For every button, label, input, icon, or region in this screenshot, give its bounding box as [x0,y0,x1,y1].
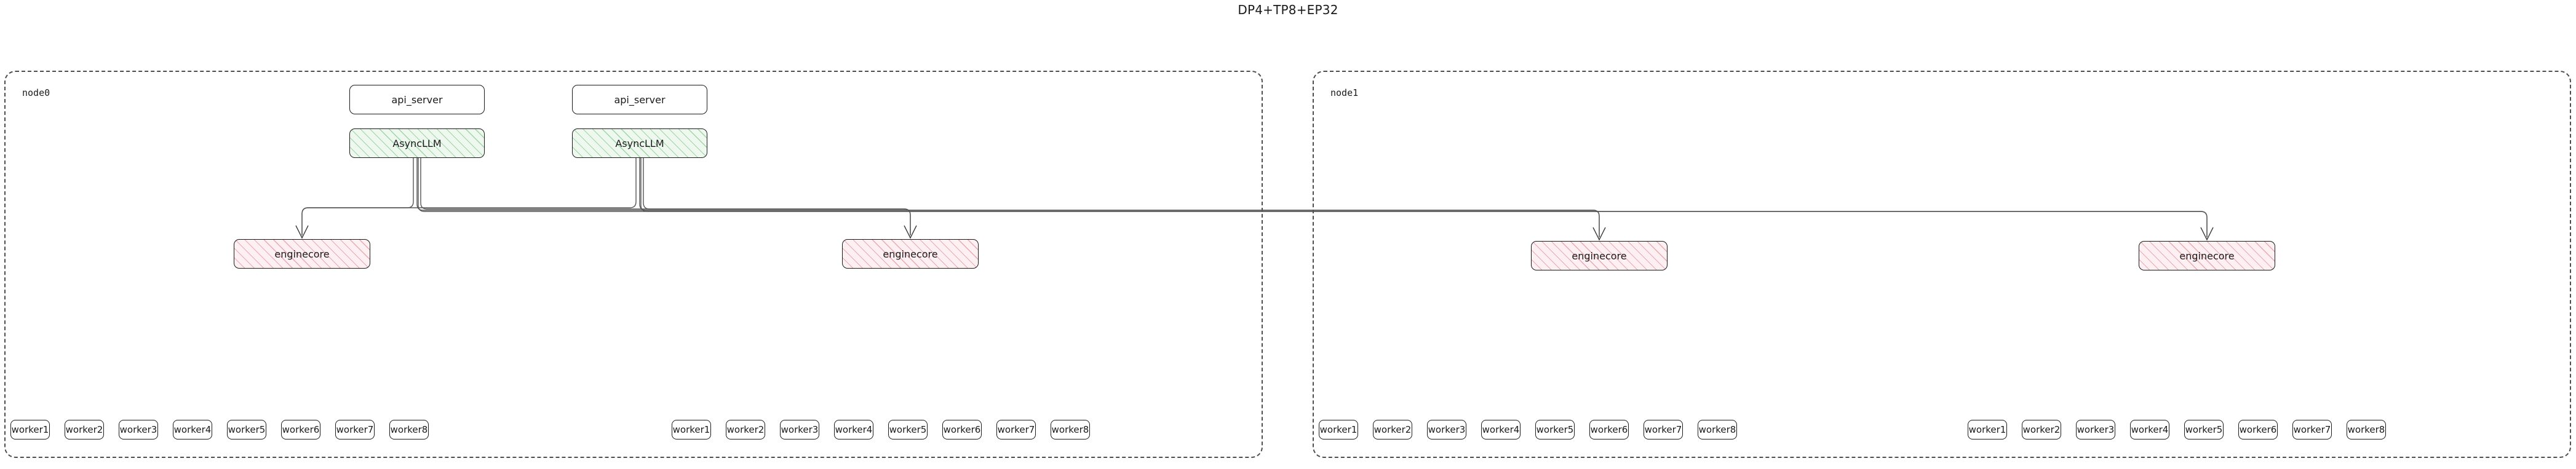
worker-box[interactable]: worker4 [1481,420,1521,439]
worker-box[interactable]: worker4 [173,420,212,439]
worker-box[interactable]: worker6 [2238,420,2278,439]
async-llm-box[interactable]: AsyncLLM [349,128,485,158]
worker-box[interactable]: worker4 [2130,420,2169,439]
worker-box[interactable]: worker8 [1698,420,1737,439]
worker-box[interactable]: worker8 [1051,420,1090,439]
node-label-node0: node0 [22,87,50,98]
worker-box[interactable]: worker2 [726,420,765,439]
worker-box[interactable]: worker2 [2022,420,2061,439]
worker-box[interactable]: worker1 [672,420,711,439]
worker-box[interactable]: worker6 [281,420,320,439]
enginecore-box[interactable]: enginecore [1531,241,1668,270]
worker-box[interactable]: worker2 [65,420,104,439]
worker-box[interactable]: worker3 [1427,420,1466,439]
worker-box[interactable]: worker2 [1373,420,1412,439]
node-container-node0 [4,71,1263,458]
enginecore-box[interactable]: enginecore [2139,241,2275,270]
worker-box[interactable]: worker1 [1319,420,1358,439]
worker-box[interactable]: worker3 [780,420,819,439]
worker-box[interactable]: worker7 [1644,420,1683,439]
api-server-box[interactable]: api_server [349,85,485,114]
worker-box[interactable]: worker8 [2347,420,2386,439]
api-server-box[interactable]: api_server [572,85,707,114]
diagram-title: DP4+TP8+EP32 [1238,2,1338,17]
worker-box[interactable]: worker8 [389,420,429,439]
worker-box[interactable]: worker1 [1968,420,2007,439]
worker-box[interactable]: worker1 [10,420,50,439]
node-label-node1: node1 [1330,87,1359,98]
worker-box[interactable]: worker4 [834,420,873,439]
worker-box[interactable]: worker5 [1535,420,1575,439]
worker-box[interactable]: worker3 [2076,420,2115,439]
enginecore-box[interactable]: enginecore [234,239,370,269]
worker-box[interactable]: worker3 [119,420,158,439]
worker-box[interactable]: worker5 [227,420,266,439]
worker-box[interactable]: worker7 [996,420,1036,439]
worker-box[interactable]: worker5 [888,420,928,439]
worker-box[interactable]: worker6 [942,420,982,439]
node-container-node1 [1313,71,2571,458]
worker-box[interactable]: worker7 [2292,420,2332,439]
worker-box[interactable]: worker6 [1589,420,1629,439]
worker-box[interactable]: worker7 [335,420,375,439]
async-llm-box[interactable]: AsyncLLM [572,128,707,158]
worker-box[interactable]: worker5 [2184,420,2224,439]
enginecore-box[interactable]: enginecore [842,239,979,269]
